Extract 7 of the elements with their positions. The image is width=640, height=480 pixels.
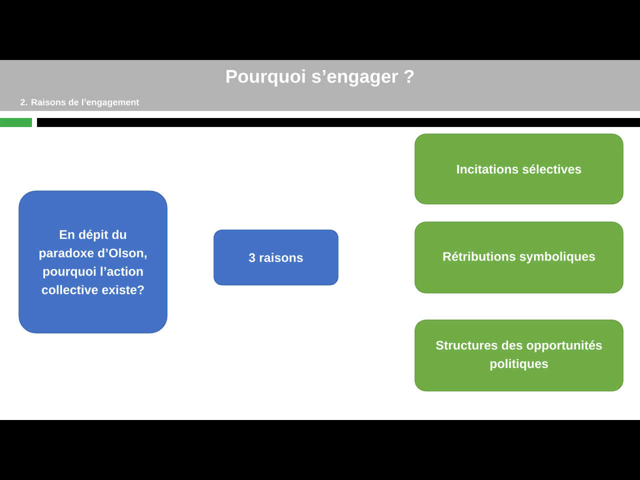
rounded-box: Incitations sélectives <box>414 134 624 204</box>
subtitle: 2. Raisons de l’engagement <box>20 98 140 108</box>
rounded-box: 3 raisons <box>214 230 338 286</box>
rounded-box: En dépit du paradoxe d’Olson, pourquoi l’action collective existe? <box>18 190 168 334</box>
rounded-box: Structures des opportunités politiques <box>414 320 624 392</box>
rounded-box: Rétributions symboliques <box>414 222 624 294</box>
slide-title: Pourquoi s’engager ? <box>226 69 414 87</box>
